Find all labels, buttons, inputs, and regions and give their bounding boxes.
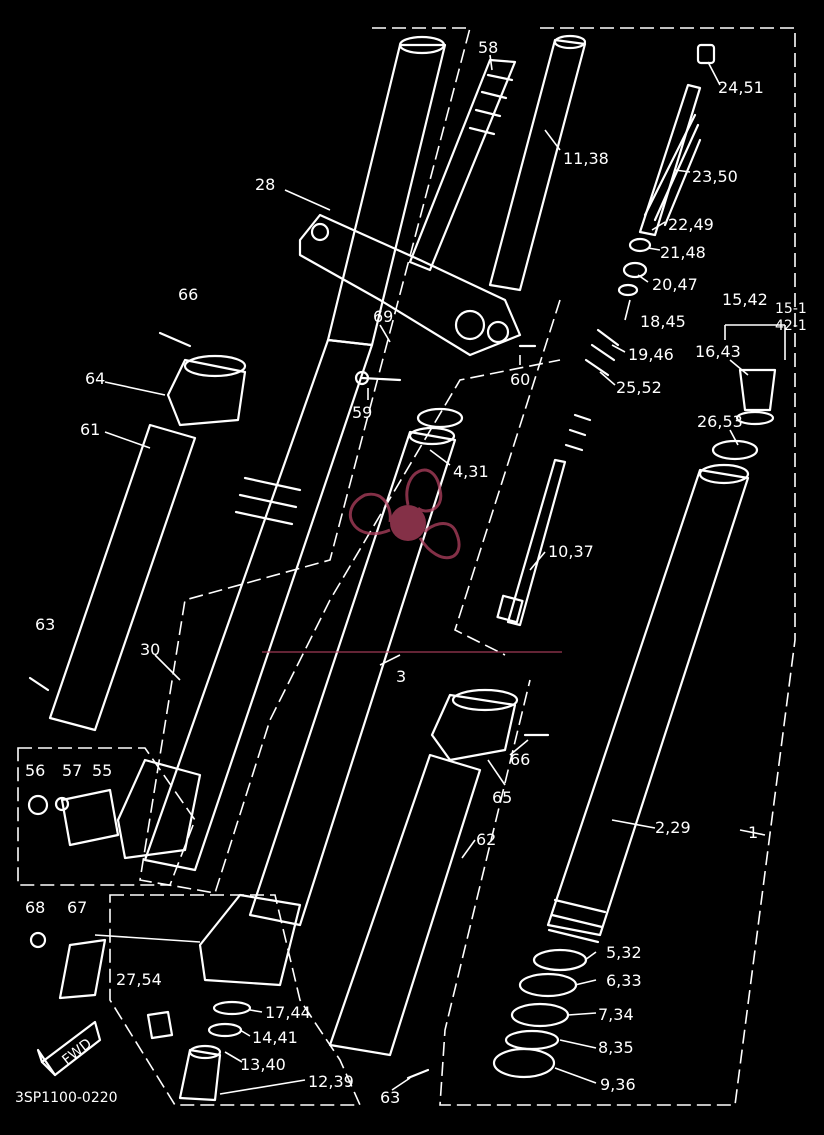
bottom-cap-12-39	[178, 1044, 222, 1102]
cover-plate-67	[29, 931, 107, 1000]
watermark-propeller-logo	[262, 468, 562, 653]
right-cap-24-51	[696, 43, 716, 65]
lower-bracket	[298, 213, 522, 357]
left-axle-boss	[116, 758, 202, 860]
callout-63-upper: 63	[35, 615, 55, 634]
drawing-code: 3SP1100-0220	[15, 1090, 118, 1106]
callout-67: 67	[67, 898, 87, 917]
nut-27-54	[146, 1010, 174, 1040]
callout-4-31: 4,31	[453, 462, 489, 481]
bushing-4-31	[416, 407, 464, 429]
leader-lines	[94, 54, 786, 1095]
callout-11-38: 11,38	[563, 149, 609, 168]
callout-20-47: 20,47	[652, 275, 698, 294]
fwd-label: FWD	[59, 1036, 95, 1069]
callout-7-34: 7,34	[598, 1005, 634, 1024]
callout-55: 55	[92, 761, 112, 780]
callout-24-51: 24,51	[718, 78, 764, 97]
caliper-bracket-55	[27, 788, 120, 847]
fork-guard-61	[48, 423, 197, 732]
callout-68: 68	[25, 898, 45, 917]
callout-13-40: 13,40	[240, 1055, 286, 1074]
callout-15-42: 15,42	[722, 290, 768, 309]
bolts	[28, 331, 550, 1080]
fwd-arrow: FWD	[36, 1020, 102, 1077]
callout-59: 59	[352, 403, 372, 422]
left-outer-tube	[143, 338, 374, 872]
seal-stack-5-9	[492, 948, 588, 1079]
callout-27-54: 27,54	[116, 970, 162, 989]
callout-23-50: 23,50	[692, 167, 738, 186]
axle-holder-lower	[198, 893, 302, 987]
callout-12-39: 12,39	[308, 1072, 354, 1091]
callout-2-29: 2,29	[655, 818, 691, 837]
callout-62: 62	[476, 830, 496, 849]
callout-65: 65	[492, 788, 512, 807]
callout-30: 30	[140, 640, 160, 659]
fork-spring-58	[408, 58, 517, 272]
callout-61: 61	[80, 420, 100, 439]
boundary-right-assembly	[439, 27, 796, 1106]
callout-16-43: 16,43	[695, 342, 741, 361]
callout-19-46: 19,46	[628, 345, 674, 364]
callout-66-upper: 66	[178, 285, 198, 304]
callout-58: 58	[478, 38, 498, 57]
fork-guard-62	[328, 753, 482, 1057]
callout-69: 69	[373, 307, 393, 326]
callout-15-1: 15-1	[775, 301, 807, 317]
callout-42-1: 42-1	[775, 318, 807, 334]
callout-6-33: 6,33	[606, 971, 642, 990]
boundary-lower-assembly	[109, 894, 362, 1106]
bolt-63-lower	[406, 1068, 430, 1080]
callout-8-35: 8,35	[598, 1038, 634, 1057]
damper-cartridge-11-38	[488, 34, 587, 292]
callout-labels: 58 11,38 24,51 23,50 22,49 21,48 20,47 1…	[25, 38, 807, 1107]
oring-26-53	[711, 439, 759, 461]
damper-rod-10-37	[496, 458, 567, 627]
guard-clamp-65	[430, 688, 519, 762]
valve-spring-25-52	[564, 328, 620, 452]
left-fork-tube	[116, 35, 447, 872]
adjuster-16-43	[735, 368, 777, 426]
callout-1: 1	[748, 823, 758, 842]
bolt-66-upper	[158, 331, 192, 348]
callout-57: 57	[62, 761, 82, 780]
callout-66-lower: 66	[510, 750, 530, 769]
callout-14-41: 14,41	[252, 1028, 298, 1047]
callout-9-36: 9,36	[600, 1075, 636, 1094]
callout-22-49: 22,49	[668, 215, 714, 234]
callout-21-48: 21,48	[660, 243, 706, 262]
callout-64: 64	[85, 369, 105, 388]
callout-3: 3	[396, 667, 406, 686]
callout-18-45: 18,45	[640, 312, 686, 331]
boundary-caliper-bracket	[17, 747, 196, 886]
callout-26-53: 26,53	[697, 412, 743, 431]
right-spring-23-50	[638, 83, 702, 237]
callout-60: 60	[510, 370, 530, 389]
left-inner-tube	[326, 43, 447, 347]
callout-17-44: 17,44	[265, 1003, 311, 1022]
guard-clamp-64	[166, 354, 247, 427]
callout-25-52: 25,52	[616, 378, 662, 397]
assembly-boundaries	[17, 27, 796, 1106]
valve-washers-21-22	[617, 237, 652, 297]
callout-5-32: 5,32	[606, 943, 642, 962]
callout-28: 28	[255, 175, 275, 194]
bolt-63-upper	[28, 676, 50, 692]
right-outer-tube-2-29	[546, 463, 750, 944]
washers-13-17	[207, 1000, 252, 1038]
callout-63-lower: 63	[380, 1088, 400, 1107]
callout-10-37: 10,37	[548, 542, 594, 561]
left-tube-seal-rings	[234, 476, 302, 526]
callout-56: 56	[25, 761, 45, 780]
boundary-left-assembly	[139, 27, 561, 894]
boundary-damper-rod	[454, 299, 561, 656]
center-inner-tube-3	[248, 426, 457, 927]
